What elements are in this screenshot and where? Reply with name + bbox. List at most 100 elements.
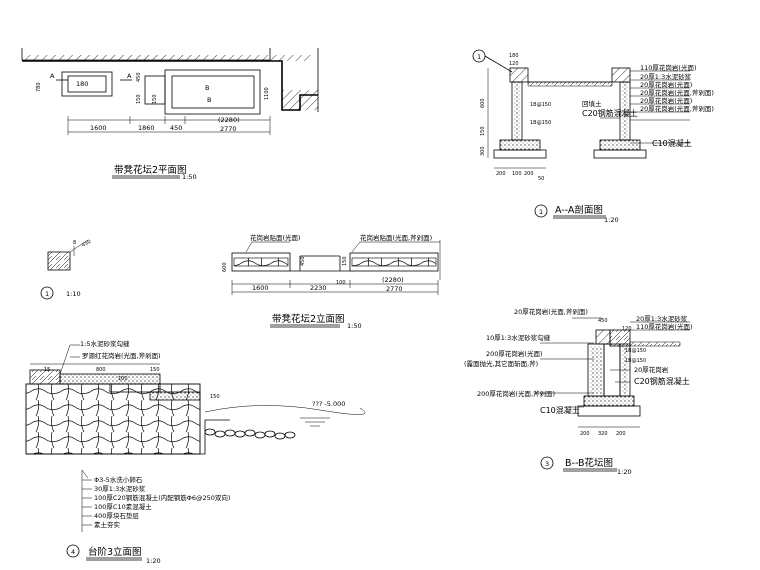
elevation-side-dim-2: 450 — [300, 256, 306, 266]
section-a-label-7: C20钢筋混凝土 — [582, 108, 638, 118]
section-b-label-left-1: 20厚花岗岩(光面,斧剁面) — [514, 307, 588, 316]
section-b-label-left-2: 10厚1:3水泥砂浆勾缝 — [486, 333, 551, 342]
detail-1-scale: 1:10 — [66, 290, 81, 298]
step-top-dim-1: 15 — [44, 367, 50, 373]
section-a-bottom-dim-3: 200 — [524, 171, 534, 177]
section-a-bottom-dim-2: 100 — [512, 171, 522, 177]
plan-inner-dim: 180 — [76, 80, 88, 88]
step-top-label-1: 1:5水泥砂浆勾缝 — [80, 339, 130, 348]
section-a-label-6: 20厚花岗岩(光面,斧剁面) — [640, 104, 714, 113]
section-b-top-dim-2: 120 — [622, 326, 632, 332]
elevation-side-dim-1: 600 — [222, 262, 228, 272]
section-mark-b2: B — [207, 96, 211, 104]
section-b-inner-1: 1B@150 — [625, 348, 646, 354]
section-b-top-dim-1: 450 — [598, 318, 608, 324]
detail-1-callout: 1 — [45, 290, 49, 298]
plan-inner-dim-4: 1100 — [264, 87, 270, 100]
pebbles — [204, 428, 296, 440]
section-b-b: 1B@150 1B@150 450 120 200 320 200 20厚花岗岩… — [464, 307, 692, 476]
step-layer-2: 30厚1:3水泥砂浆 — [94, 484, 146, 493]
section-a-a: 1 1B@150 1B@150 180 120 600 150 300 200 … — [472, 49, 714, 224]
section-b-label-left-6: C10混凝土 — [540, 405, 580, 415]
section-a-label-4: 20厚花岗岩(光面,斧剁面) — [640, 88, 714, 97]
elevation-dim-2: 2230 — [310, 284, 327, 292]
section-a-scale: 1:20 — [604, 216, 619, 224]
section-a-top-dim-2: 120 — [509, 61, 519, 67]
plan-title: 带凳花坛2平面图 — [114, 164, 187, 176]
section-a-left-dim-3: 300 — [480, 146, 486, 156]
step-water-level: ??? -5.000 — [312, 400, 345, 408]
plan-scale: 1:50 — [182, 173, 197, 181]
section-a-label-2: 20厚1:3水泥砂浆 — [640, 72, 692, 81]
step-layer-1: Φ3-5水洗小卵石 — [94, 475, 143, 484]
elevation-title: 带凳花坛2立面图 — [272, 313, 345, 325]
section-a-top-dim-1: 180 — [509, 53, 519, 59]
plan-dim-4: (2280) — [218, 116, 240, 124]
section-step: ??? -5.000 Φ3-5水洗小卵石 30厚1:3水泥砂浆 100厚C20钢… — [25, 339, 366, 565]
step-scale: 1:20 — [146, 557, 161, 565]
elevation-dim-3: (2280) — [382, 276, 404, 284]
plan-dim-1: 1600 — [90, 124, 107, 132]
elevation-side-dim-4: 100 — [336, 280, 346, 286]
step-top-label-2: 罗源红花岗岩(光面,斧剁面) — [82, 351, 161, 360]
section-mark-b1: B — [205, 84, 209, 92]
plan-inner-dim-1: 450 — [136, 72, 142, 82]
section-b-label-right-3: 20厚花岗岩 — [634, 365, 669, 374]
section-b-label-right-2: 110厚花岗岩(光面) — [636, 322, 692, 331]
section-a-bottom-dim-4: 50 — [538, 176, 544, 182]
section-a-label-9: C10混凝土 — [652, 138, 692, 148]
section-a-label-1: 110厚花岗岩(光面) — [640, 63, 696, 72]
section-a-inner-1: 1B@150 — [530, 102, 551, 108]
elevation-scale: 1:50 — [347, 322, 362, 330]
detail-1: 8 450 1 1:10 — [40, 239, 92, 300]
plan-dim-5: 2770 — [220, 125, 237, 133]
section-a-callout: 1 — [477, 53, 481, 61]
elevation-dim-4: 2770 — [386, 285, 403, 293]
step-title: 台阶3立面图 — [88, 546, 142, 558]
plan-left-dim: 780 — [36, 82, 42, 92]
section-a-left-dim-1: 600 — [480, 98, 486, 108]
section-b-inner-2: 1B@150 — [625, 358, 646, 364]
section-a-leaders — [600, 70, 690, 144]
section-a-title-callout: 1 — [539, 208, 543, 216]
section-b-label-left-4: (露面抛光,其它面斩面,斧) — [464, 359, 538, 368]
step-layer-5: 400厚块石垫层 — [94, 511, 139, 520]
elevation-side-dim-3: 150 — [342, 256, 348, 266]
plan-view: 180 A A B B 780 450 150 150 1100 1600 18… — [21, 48, 319, 181]
plan-dim-3: 450 — [170, 124, 182, 132]
section-b-title: B--B花坛图 — [565, 457, 613, 469]
step-left-dim-1: 100 — [118, 376, 128, 382]
step-layer-leaders — [82, 479, 92, 526]
step-top-dim-2: 800 — [96, 367, 106, 373]
section-a-label-8: 回填土 — [582, 99, 602, 108]
plan-dim-2: 1860 — [138, 124, 155, 132]
elevation-label-left: 花岗岩贴面(光面) — [250, 233, 301, 242]
plan-inner-dim-2: 150 — [136, 94, 142, 104]
detail-1-dim-1: 8 — [73, 240, 76, 246]
section-a-title: A--A剖面图 — [555, 204, 603, 216]
step-left-dim-2: 150 — [210, 394, 220, 400]
section-b-scale: 1:20 — [617, 468, 632, 476]
detail-1-dim-2: 450 — [81, 239, 92, 249]
step-layer-6: 素土夯实 — [94, 520, 121, 529]
section-b-bottom-dim-2: 320 — [598, 431, 608, 437]
plan-inner-dim-3: 150 — [152, 94, 158, 104]
elevation-label-right: 花岗岩贴面(光面,斧剁面) — [360, 233, 432, 242]
section-a-bottom-dim-1: 200 — [496, 171, 506, 177]
step-callout: 4 — [71, 548, 75, 556]
section-b-label-left-5: 200厚花岗岩(光面,斧剁面) — [477, 389, 555, 398]
step-layer-3: 100厚C20钢筋混凝土(内配钢筋Φ6@250双向) — [94, 493, 230, 502]
section-a-label-3: 20厚花岗岩(光面) — [640, 80, 692, 89]
section-a-left-dim-2: 150 — [480, 126, 486, 136]
section-a-label-5: 20厚花岗岩(光面) — [640, 96, 692, 105]
section-b-label-right-4: C20钢筋混凝土 — [634, 376, 690, 386]
section-a-inner-2: 1B@150 — [530, 120, 551, 126]
step-layer-4: 100厚C10素混凝土 — [94, 502, 152, 511]
section-b-bottom-dim-3: 200 — [616, 431, 626, 437]
elevation-view: 花岗岩贴面(光面) 花岗岩贴面(光面,斧剁面) 600 450 150 100 … — [222, 233, 441, 330]
section-b-label-right-1: 20厚1:3水泥砂浆 — [636, 314, 688, 323]
section-b-callout: 3 — [545, 460, 549, 468]
section-b-bottom-dim-1: 200 — [580, 431, 590, 437]
step-top-dim-3: 150 — [150, 367, 160, 373]
